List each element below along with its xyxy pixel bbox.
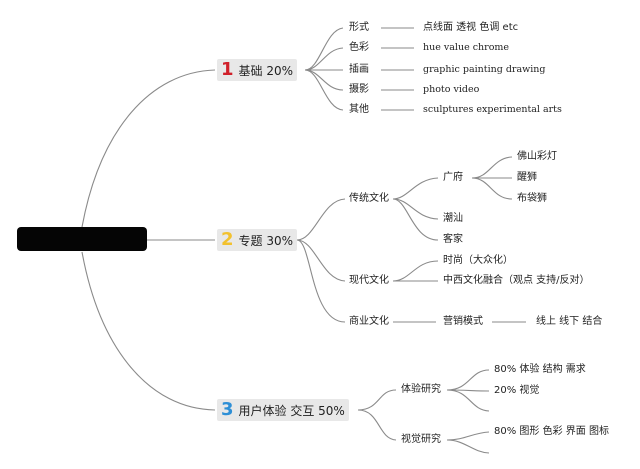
visual-research-label[interactable]: 视觉研究: [401, 434, 441, 445]
connector-ux-1: [446, 369, 490, 391]
marketing-mode-label[interactable]: 营销模式: [443, 316, 483, 327]
branch-3-label: 用户体验 交互 50%: [238, 403, 345, 418]
b1-item2-label[interactable]: 色彩: [349, 42, 369, 53]
branch-1-label: 基础 20%: [238, 63, 294, 78]
modern-child-1[interactable]: 时尚（大众化）: [443, 255, 513, 266]
kejia-label[interactable]: 客家: [443, 234, 463, 245]
ux-research-label[interactable]: 体验研究: [401, 384, 441, 395]
modern-culture-label[interactable]: 现代文化: [349, 275, 389, 286]
connector-trad-guangfu: [392, 177, 439, 200]
online-offline-label[interactable]: 线上 线下 结合: [536, 316, 603, 327]
branch-3-node[interactable]: 3 用户体验 交互 50%: [217, 399, 349, 421]
b1-item4-detail[interactable]: photo video: [423, 84, 480, 95]
connector-guangfu-1: [471, 156, 513, 179]
connector-b3-visual: [357, 409, 397, 441]
b1-item5-detail[interactable]: sculptures experimental arts: [423, 104, 562, 115]
branch-2-node[interactable]: 2 专题 30%: [217, 229, 298, 251]
visual-child-1[interactable]: 80% 图形 色彩 界面 图标: [494, 426, 609, 437]
b1-item3-label[interactable]: 插画: [349, 64, 369, 75]
connector-visual-1: [446, 431, 490, 441]
branch-3-number: 3: [221, 399, 234, 420]
connector-modern-1: [392, 260, 439, 282]
connector-b1-item1: [304, 27, 344, 71]
connector-b3-ux: [357, 389, 397, 411]
branch-2-label: 专题 30%: [238, 233, 294, 248]
branch-1-node[interactable]: 1 基础 20%: [217, 59, 298, 81]
connector-trad-kejia: [392, 198, 439, 241]
b1-item1-detail[interactable]: 点线面 透视 色调 etc: [423, 22, 519, 33]
guangfu-child-1[interactable]: 佛山彩灯: [517, 151, 557, 162]
connector-b2-traditional: [296, 198, 346, 241]
connector-visual-2: [446, 439, 490, 454]
root-node-redacted[interactable]: [17, 227, 147, 251]
b1-item2-detail[interactable]: hue value chrome: [423, 42, 510, 53]
connector-b2-modern: [296, 239, 346, 282]
b1-item1-label[interactable]: 形式: [349, 22, 369, 33]
guangfu-child-2[interactable]: 醒狮: [517, 172, 537, 183]
chaoshan-label[interactable]: 潮汕: [443, 213, 463, 224]
guangfu-label[interactable]: 广府: [443, 172, 463, 183]
b1-item5-label[interactable]: 其他: [349, 104, 369, 115]
b1-item4-label[interactable]: 摄影: [349, 84, 369, 95]
connector-b1-item4: [304, 69, 344, 91]
ux-child-2[interactable]: 20% 视觉: [494, 385, 540, 396]
connector-b1-item5: [304, 69, 344, 111]
modern-child-2[interactable]: 中西文化融合（观点 支持/反对）: [443, 275, 590, 286]
connector-ux-3: [446, 389, 490, 412]
guangfu-child-3[interactable]: 布袋狮: [517, 193, 547, 204]
connector-b2-commercial: [296, 239, 346, 323]
connector-root-branch3: [81, 251, 216, 411]
connector-b1-item2: [304, 47, 344, 71]
commercial-culture-label[interactable]: 商业文化: [349, 316, 389, 327]
ux-child-1[interactable]: 80% 体验 结构 需求: [494, 364, 586, 375]
traditional-culture-label[interactable]: 传统文化: [349, 193, 389, 204]
connector-root-branch1: [81, 69, 216, 228]
connector-guangfu-3: [471, 177, 513, 200]
branch-2-number: 2: [221, 229, 234, 250]
branch-1-number: 1: [221, 59, 234, 80]
b1-item3-detail[interactable]: graphic painting drawing: [423, 64, 546, 75]
